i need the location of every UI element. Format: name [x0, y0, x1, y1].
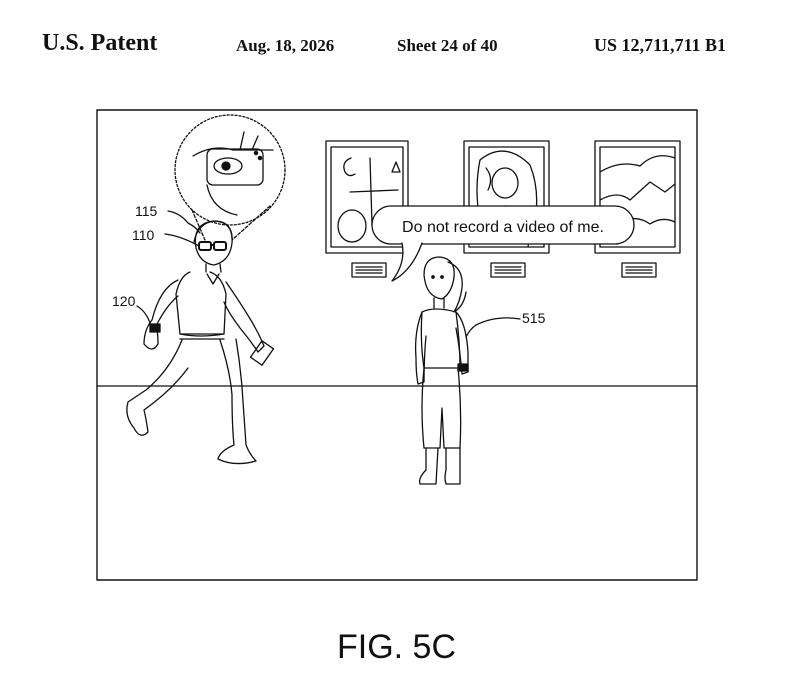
magnified-glasses-inset — [174, 114, 286, 241]
painting-1 — [325, 140, 409, 254]
leader-120 — [136, 305, 152, 327]
painting-2-plaque — [490, 262, 526, 278]
patent-date: Aug. 18, 2026 — [236, 36, 335, 55]
painting-2 — [463, 140, 550, 254]
speech-bubble-text: Do not record a video of me. — [402, 219, 604, 236]
speech-bubble-outline — [371, 205, 635, 282]
ref-label-515: 515 — [522, 310, 546, 326]
figure-frame — [96, 109, 698, 581]
leader-110 — [164, 233, 200, 247]
ref-label-120: 120 — [112, 293, 136, 309]
patent-header: U.S. Patent Aug. 18, 2026 Sheet 24 of 40… — [0, 28, 793, 64]
painting-1-plaque — [351, 262, 387, 278]
patent-number: US 12,711,711 B1 — [594, 35, 727, 55]
man-figure — [126, 220, 275, 465]
ref-label-110: 110 — [132, 227, 155, 243]
ref-label-115: 115 — [135, 203, 158, 219]
patent-title: U.S. Patent — [42, 30, 158, 56]
figure-caption: FIG. 5C — [336, 628, 457, 666]
painting-3-plaque — [621, 262, 657, 278]
leader-515 — [465, 317, 521, 338]
leader-115 — [167, 210, 201, 234]
painting-3 — [594, 140, 681, 254]
sheet-number: Sheet 24 of 40 — [397, 36, 498, 55]
woman-figure — [414, 256, 469, 485]
